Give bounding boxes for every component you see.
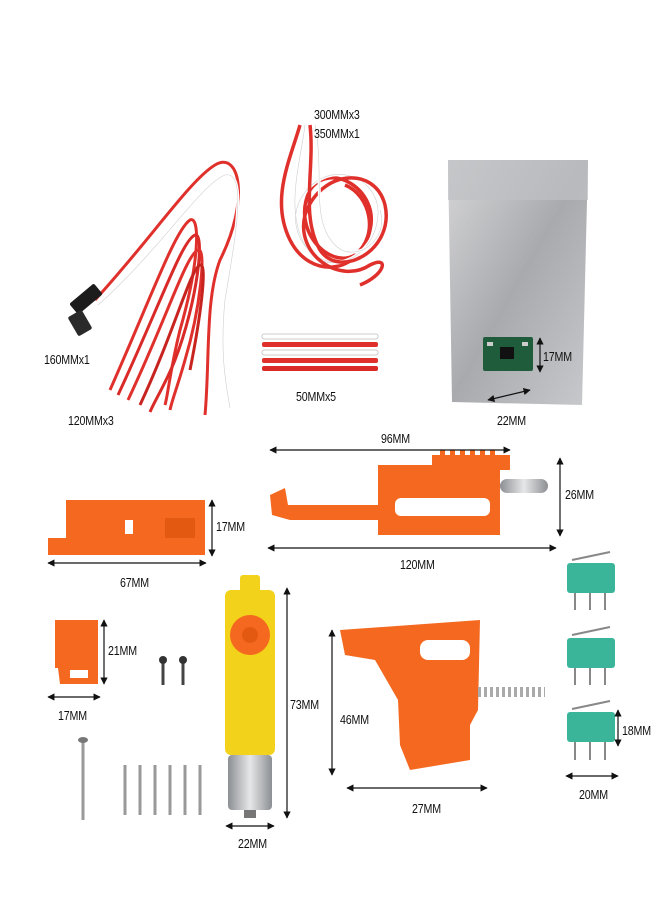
small-screws [159, 656, 187, 685]
micro-switch-3 [567, 700, 615, 760]
grip-part [340, 620, 545, 770]
label-grip-width: 27MM [412, 801, 441, 816]
antistatic-bag [448, 160, 588, 405]
label-board-width: 22MM [497, 413, 526, 428]
buck-converter-board [483, 337, 533, 371]
jst-connector [68, 284, 102, 336]
label-clip-height: 21MM [108, 643, 137, 658]
label-slider-height: 26MM [565, 487, 594, 502]
label-connector-160: 160MMx1 [44, 352, 90, 367]
label-short-wires: 50MMx5 [296, 389, 336, 404]
label-slider-length: 120MM [400, 557, 435, 572]
short-wire-bundle [261, 333, 379, 371]
slider-part [270, 450, 548, 535]
label-board-height: 17MM [543, 349, 572, 364]
label-clip-width: 17MM [58, 708, 87, 723]
label-motor-height: 73MM [290, 697, 319, 712]
label-wire-350: 350MMx1 [314, 126, 360, 141]
clip-part [55, 620, 98, 684]
dimension-arrows [47, 337, 622, 830]
gear-motor [225, 575, 275, 818]
label-grip-height: 46MM [340, 712, 369, 727]
label-motor-width: 22MM [238, 836, 267, 851]
label-wire-120: 120MMx3 [68, 413, 114, 428]
long-wire-coil [279, 124, 388, 287]
label-switch-width: 20MM [579, 787, 608, 802]
label-bracket-height: 17MM [216, 519, 245, 534]
label-bracket-width: 67MM [120, 575, 149, 590]
long-screws [78, 737, 202, 820]
label-slider-width: 96MM [381, 431, 410, 446]
label-switch-height: 18MM [622, 723, 651, 738]
label-wire-300: 300MMx3 [314, 107, 360, 122]
connector-wire-set [68, 160, 240, 416]
bracket-part [48, 500, 205, 555]
slider-teeth [440, 450, 495, 458]
micro-switch-2 [567, 626, 615, 685]
micro-switch-1 [567, 551, 615, 610]
